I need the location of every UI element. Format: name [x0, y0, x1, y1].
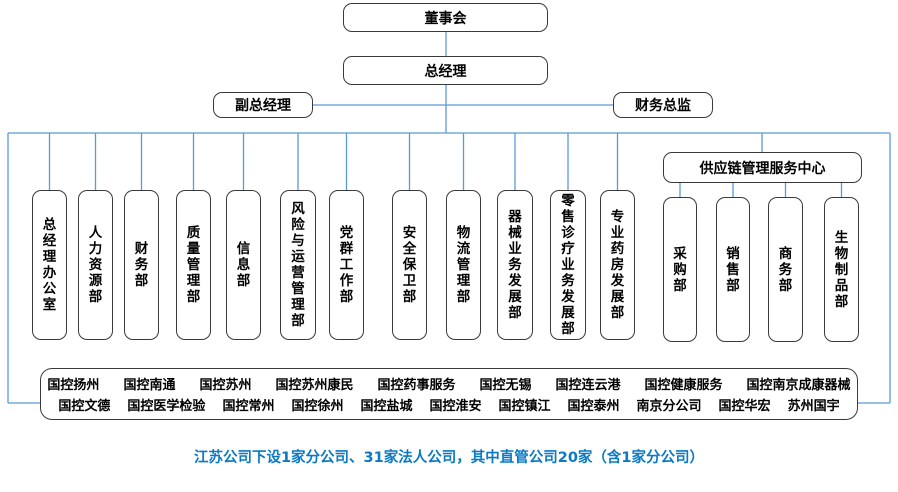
- company-item: 国控镇江: [498, 399, 551, 414]
- company-item: 国控泰州: [567, 399, 620, 414]
- company-item: 国控无锡: [479, 378, 532, 393]
- company-item: 国控常州: [222, 399, 275, 414]
- supply-chain-child-box-1: 销售部: [716, 197, 750, 342]
- company-item: 国控扬州: [47, 378, 100, 393]
- dept-box-7-label: 安全保卫部: [402, 225, 417, 305]
- supply-chain-child-box-0: 采购部: [663, 197, 697, 342]
- caption: 江苏公司下设1家分公司、31家法人公司，其中直管公司20家（含1家分公司）: [193, 450, 705, 466]
- dept-box-1: 人力资源部: [78, 190, 113, 340]
- company-item: 国控淮安: [429, 399, 482, 414]
- dept-box-5: 风险与运营管理部: [280, 190, 316, 340]
- supply-chain-child-box-3-label: 生物制品部: [834, 229, 849, 310]
- dept-box-4: 信息部: [226, 190, 261, 340]
- supply-chain-child-box-2-label: 商务部: [778, 245, 793, 294]
- company-item: 国控连云港: [555, 378, 621, 393]
- company-item: 国控盐城: [360, 399, 413, 414]
- company-item: 国控华宏: [718, 399, 771, 414]
- dept-box-10: 零售诊疗业务发展部: [550, 190, 586, 340]
- board-box: 董事会: [343, 3, 548, 32]
- cfo-box: 财务总监: [613, 92, 713, 118]
- company-item: 国控南通: [123, 378, 176, 393]
- general-manager-box: 总经理: [343, 56, 548, 85]
- company-item: 国控文德: [58, 399, 111, 414]
- dept-box-11-label: 专业药房发展部: [610, 209, 625, 321]
- company-item: 国控药事服务: [377, 378, 456, 393]
- company-item: 苏州国宇: [787, 399, 840, 414]
- dept-box-3: 质量管理部: [176, 190, 211, 340]
- supply-chain-child-box-2: 商务部: [768, 197, 803, 342]
- dept-box-11: 专业药房发展部: [600, 190, 635, 340]
- dept-box-6: 党群工作部: [329, 190, 364, 340]
- dept-box-9-label: 器械业务发展部: [508, 209, 522, 321]
- dept-box-4-label: 信息部: [236, 241, 251, 289]
- companies-box: 国控扬州国控南通国控苏州国控苏州康民国控药事服务国控无锡国控连云港国控健康服务国…: [40, 368, 858, 420]
- supply-chain-center-box: 供应链管理服务中心: [663, 152, 862, 183]
- supply-chain-child-box-1-label: 销售部: [726, 245, 740, 294]
- dept-box-8-label: 物流管理部: [456, 225, 471, 305]
- dept-box-1-label: 人力资源部: [88, 225, 103, 305]
- deputy-gm-label: 副总经理: [235, 98, 291, 114]
- cfo-label: 财务总监: [635, 98, 691, 114]
- dept-box-7: 安全保卫部: [392, 190, 427, 340]
- dept-box-2-label: 财务部: [134, 241, 149, 289]
- company-item: 国控健康服务: [644, 378, 723, 393]
- deputy-gm-box: 副总经理: [213, 92, 313, 118]
- company-item: 国控医学检验: [127, 399, 206, 414]
- supply-chain-center-label: 供应链管理服务中心: [699, 160, 826, 177]
- dept-box-10-label: 零售诊疗业务发展部: [561, 193, 575, 337]
- general-manager-label: 总经理: [424, 63, 467, 80]
- company-item: 国控苏州康民: [275, 378, 354, 393]
- dept-box-9: 器械业务发展部: [497, 190, 533, 340]
- dept-box-0-label: 总经理办公室: [42, 217, 57, 313]
- company-item: 国控南京成康器械: [746, 378, 851, 393]
- dept-box-0: 总经理办公室: [32, 190, 67, 340]
- company-item: 国控苏州: [199, 378, 252, 393]
- company-item: 国控徐州: [291, 399, 344, 414]
- board-label: 董事会: [424, 10, 467, 27]
- dept-box-3-label: 质量管理部: [186, 225, 201, 305]
- companies-line-1: 国控扬州 国控南通 国控苏州 国控苏州康民 国控药事服务 国控无锡 国控连云港 国控健康服务 国…: [41, 374, 857, 393]
- company-item: 南京分公司: [636, 399, 702, 414]
- supply-chain-child-box-0-label: 采购部: [673, 245, 687, 294]
- dept-box-8: 物流管理部: [446, 190, 481, 340]
- supply-chain-child-box-3: 生物制品部: [824, 197, 859, 342]
- dept-box-5-label: 风险与运营管理部: [291, 201, 305, 329]
- companies-line-2: 国控文德 国控医学检验 国控常州 国控徐州 国控盐城 国控淮安 国控镇江 国控泰州 南京分公司 国…: [41, 395, 857, 414]
- dept-box-6-label: 党群工作部: [339, 225, 354, 305]
- dept-box-2: 财务部: [124, 190, 159, 340]
